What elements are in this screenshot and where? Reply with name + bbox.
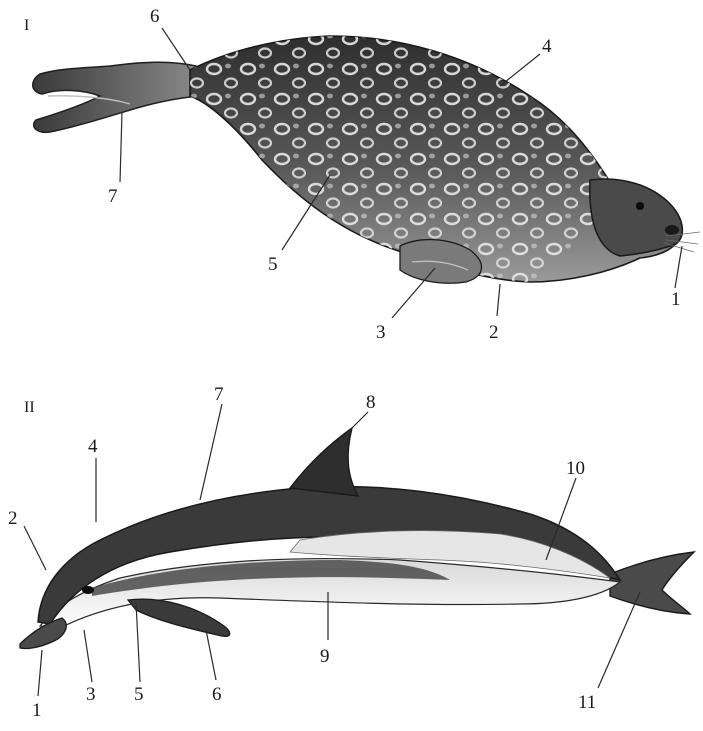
dolphin-label-5: 5	[134, 684, 144, 705]
dolphin-label-8: 8	[366, 392, 376, 413]
dolphin-label-1: 1	[32, 700, 42, 721]
seal-label-2: 2	[489, 322, 499, 343]
section-label-II: II	[24, 399, 35, 416]
seal-label-3: 3	[376, 322, 386, 343]
dolphin-label-9: 9	[320, 646, 330, 667]
dolphin-label-11: 11	[578, 692, 596, 713]
dolphin-label-10: 10	[566, 458, 585, 479]
panel-seal: I 1 2 3 4 5 6 7	[24, 6, 700, 343]
seal-illustration-icon	[33, 36, 700, 283]
seal-label-1: 1	[671, 289, 681, 310]
dolphin-label-6: 6	[212, 684, 222, 705]
dolphin-label-2: 2	[8, 508, 18, 529]
dolphin-label-7: 7	[214, 384, 224, 405]
panel-dolphin: II	[8, 384, 694, 721]
section-label-I: I	[24, 17, 29, 34]
dolphin-illustration-icon	[20, 428, 694, 649]
seal-label-5: 5	[268, 254, 278, 275]
seal-label-6: 6	[150, 6, 160, 27]
dolphin-label-3: 3	[86, 684, 96, 705]
dolphin-label-4: 4	[88, 436, 98, 457]
seal-label-4: 4	[542, 36, 552, 57]
seal-label-7: 7	[108, 186, 118, 207]
